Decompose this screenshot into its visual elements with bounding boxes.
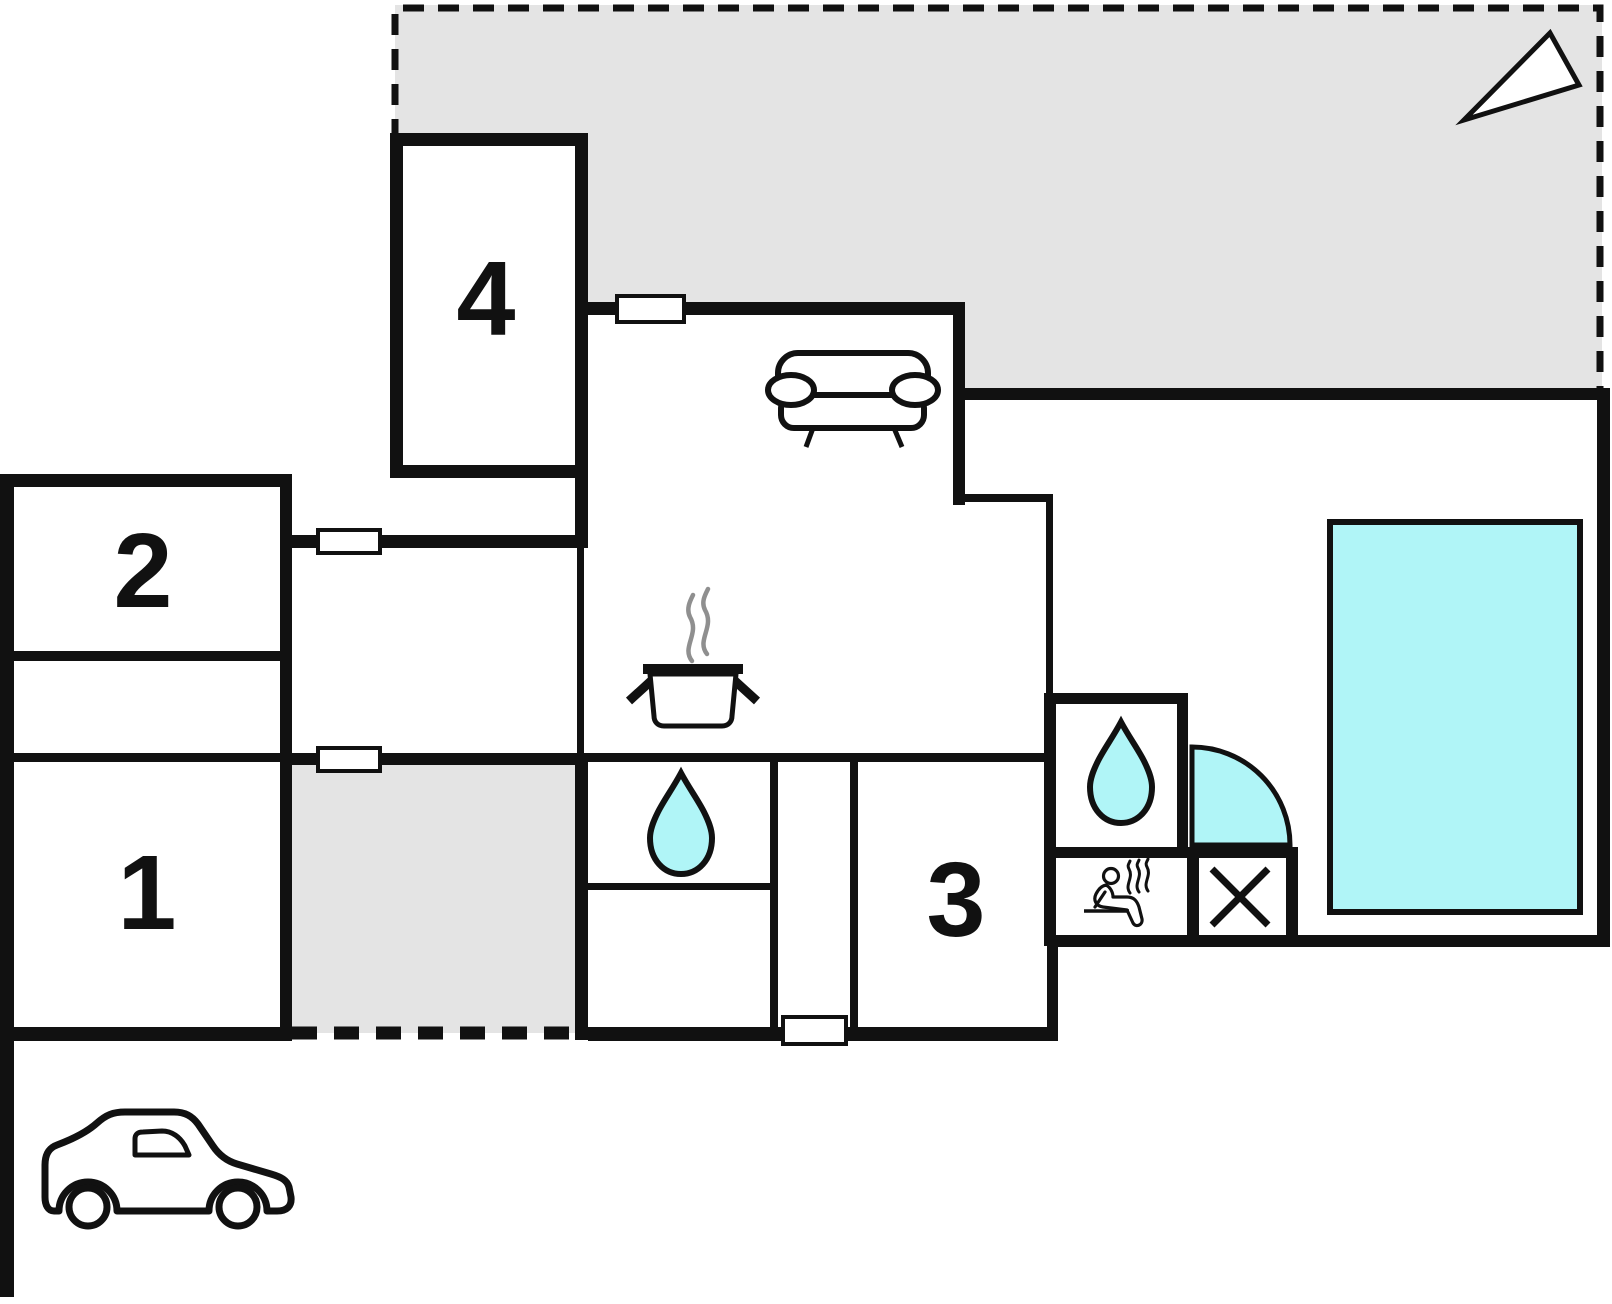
doors [316, 294, 848, 1046]
bath-sink-drop-icon [1086, 715, 1156, 827]
wall-segments-thin [2, 494, 1053, 1027]
car-wheel-rear [215, 1184, 261, 1230]
carport-area [292, 762, 588, 1033]
pool [1327, 519, 1583, 915]
water-drop-icon [646, 766, 716, 878]
kitchen-sink-drop-icon [646, 766, 716, 878]
terrace-area [395, 5, 1602, 390]
x-marker-icon [1209, 866, 1271, 928]
sofa-legs [803, 427, 905, 448]
door-carport [316, 746, 382, 773]
sauna-icon [1084, 857, 1150, 928]
sauna-person-arm [1093, 890, 1107, 909]
sofa-seat [778, 392, 927, 431]
room-label-2: 2 [114, 512, 173, 630]
car-window [132, 1128, 192, 1158]
door-south [781, 1015, 848, 1046]
walls [0, 133, 1610, 1297]
steam-icon [686, 586, 711, 664]
room-label-1: 1 [118, 834, 177, 952]
sauna-steam-icon [1126, 857, 1150, 895]
pot-body [647, 671, 739, 729]
room-label-3: 3 [927, 841, 986, 959]
stove-icon [625, 586, 761, 729]
shower-quarter-circle-icon [1189, 744, 1293, 848]
car-wheel-front [65, 1184, 111, 1230]
sofa-armrest-left [765, 372, 817, 408]
wall-segments-thick [0, 133, 1610, 1297]
room-label-4: 4 [457, 240, 516, 358]
car-icon [41, 1108, 295, 1230]
water-drop-icon [1086, 715, 1156, 827]
car-body [41, 1108, 295, 1215]
pot-handles [625, 677, 761, 705]
sofa-armrest-right [889, 372, 941, 408]
door-terrace [615, 294, 686, 324]
sauna-person-body [1093, 883, 1144, 928]
sauna-person-head [1101, 866, 1121, 886]
pot-rim [643, 664, 743, 674]
north-arrow-icon [1455, 28, 1583, 126]
sofa-icon [765, 350, 941, 448]
door-entrance-upper [316, 528, 382, 555]
